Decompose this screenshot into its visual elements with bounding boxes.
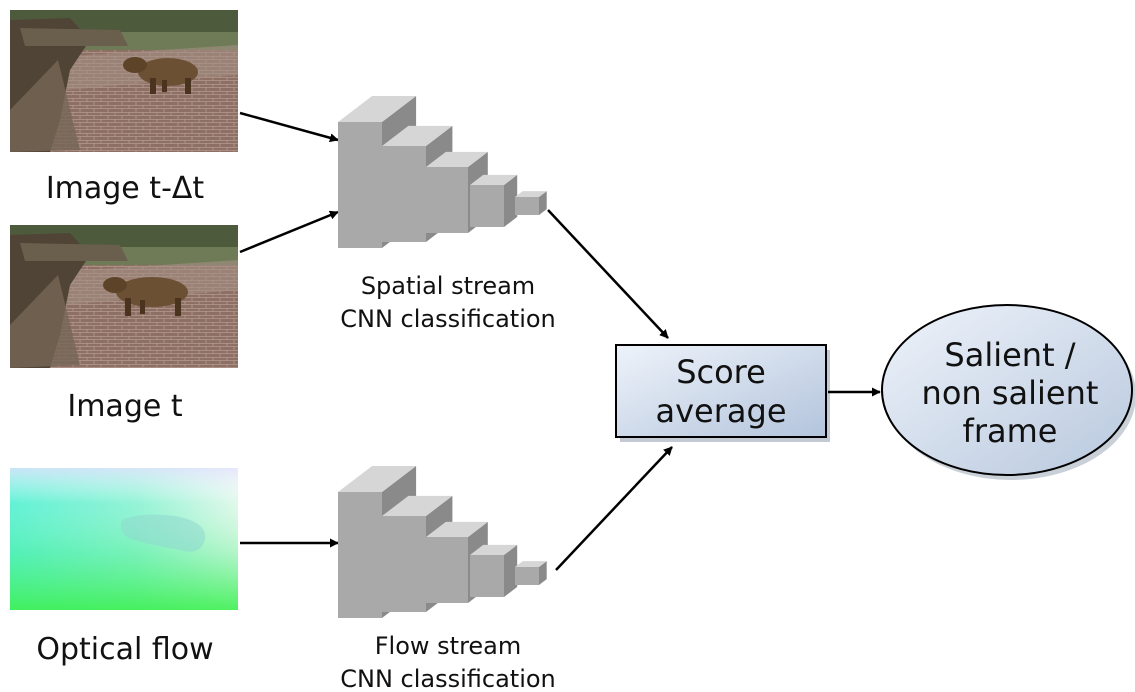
flow-stream-title: Flow stream [375,632,522,660]
output-line2: non salient [922,374,1099,412]
cnn-layer-block [515,191,547,215]
spatial-cnn-icon [338,95,547,249]
spatial-stream-subtitle: CNN classification [340,305,556,333]
flow-cnn-icon [338,465,547,618]
spatial-stream-title: Spatial stream [361,272,535,300]
optical-flow-label: Optical flow [36,632,213,667]
flow-stream-subtitle: CNN classification [340,665,556,692]
output-line3: frame [963,412,1058,450]
score-average-line2: average [656,392,787,430]
arrow-image-prev-to-spatial [239,111,339,143]
image-curr-thumbnail [10,225,238,368]
output-line1: Salient / [944,336,1075,374]
arrow-spatial-to-score [547,209,669,339]
image-curr-label: Image t [67,389,182,424]
score-average-box: Score average [615,344,830,442]
optical-flow-thumbnail [10,468,238,610]
cnn-layer-block [470,174,518,227]
cnn-layer-block [470,544,518,597]
bear-icon [123,57,198,94]
score-average-line1: Score [676,353,766,391]
arrow-image-curr-to-spatial [239,210,339,254]
arrow-flow-to-score [555,446,673,571]
bear-icon [103,277,188,316]
cnn-layer-block [515,561,547,585]
image-prev-thumbnail [10,10,238,152]
output-ellipse: Salient / non salient frame [881,304,1135,480]
image-prev-label: Image t-Δt [46,171,205,206]
